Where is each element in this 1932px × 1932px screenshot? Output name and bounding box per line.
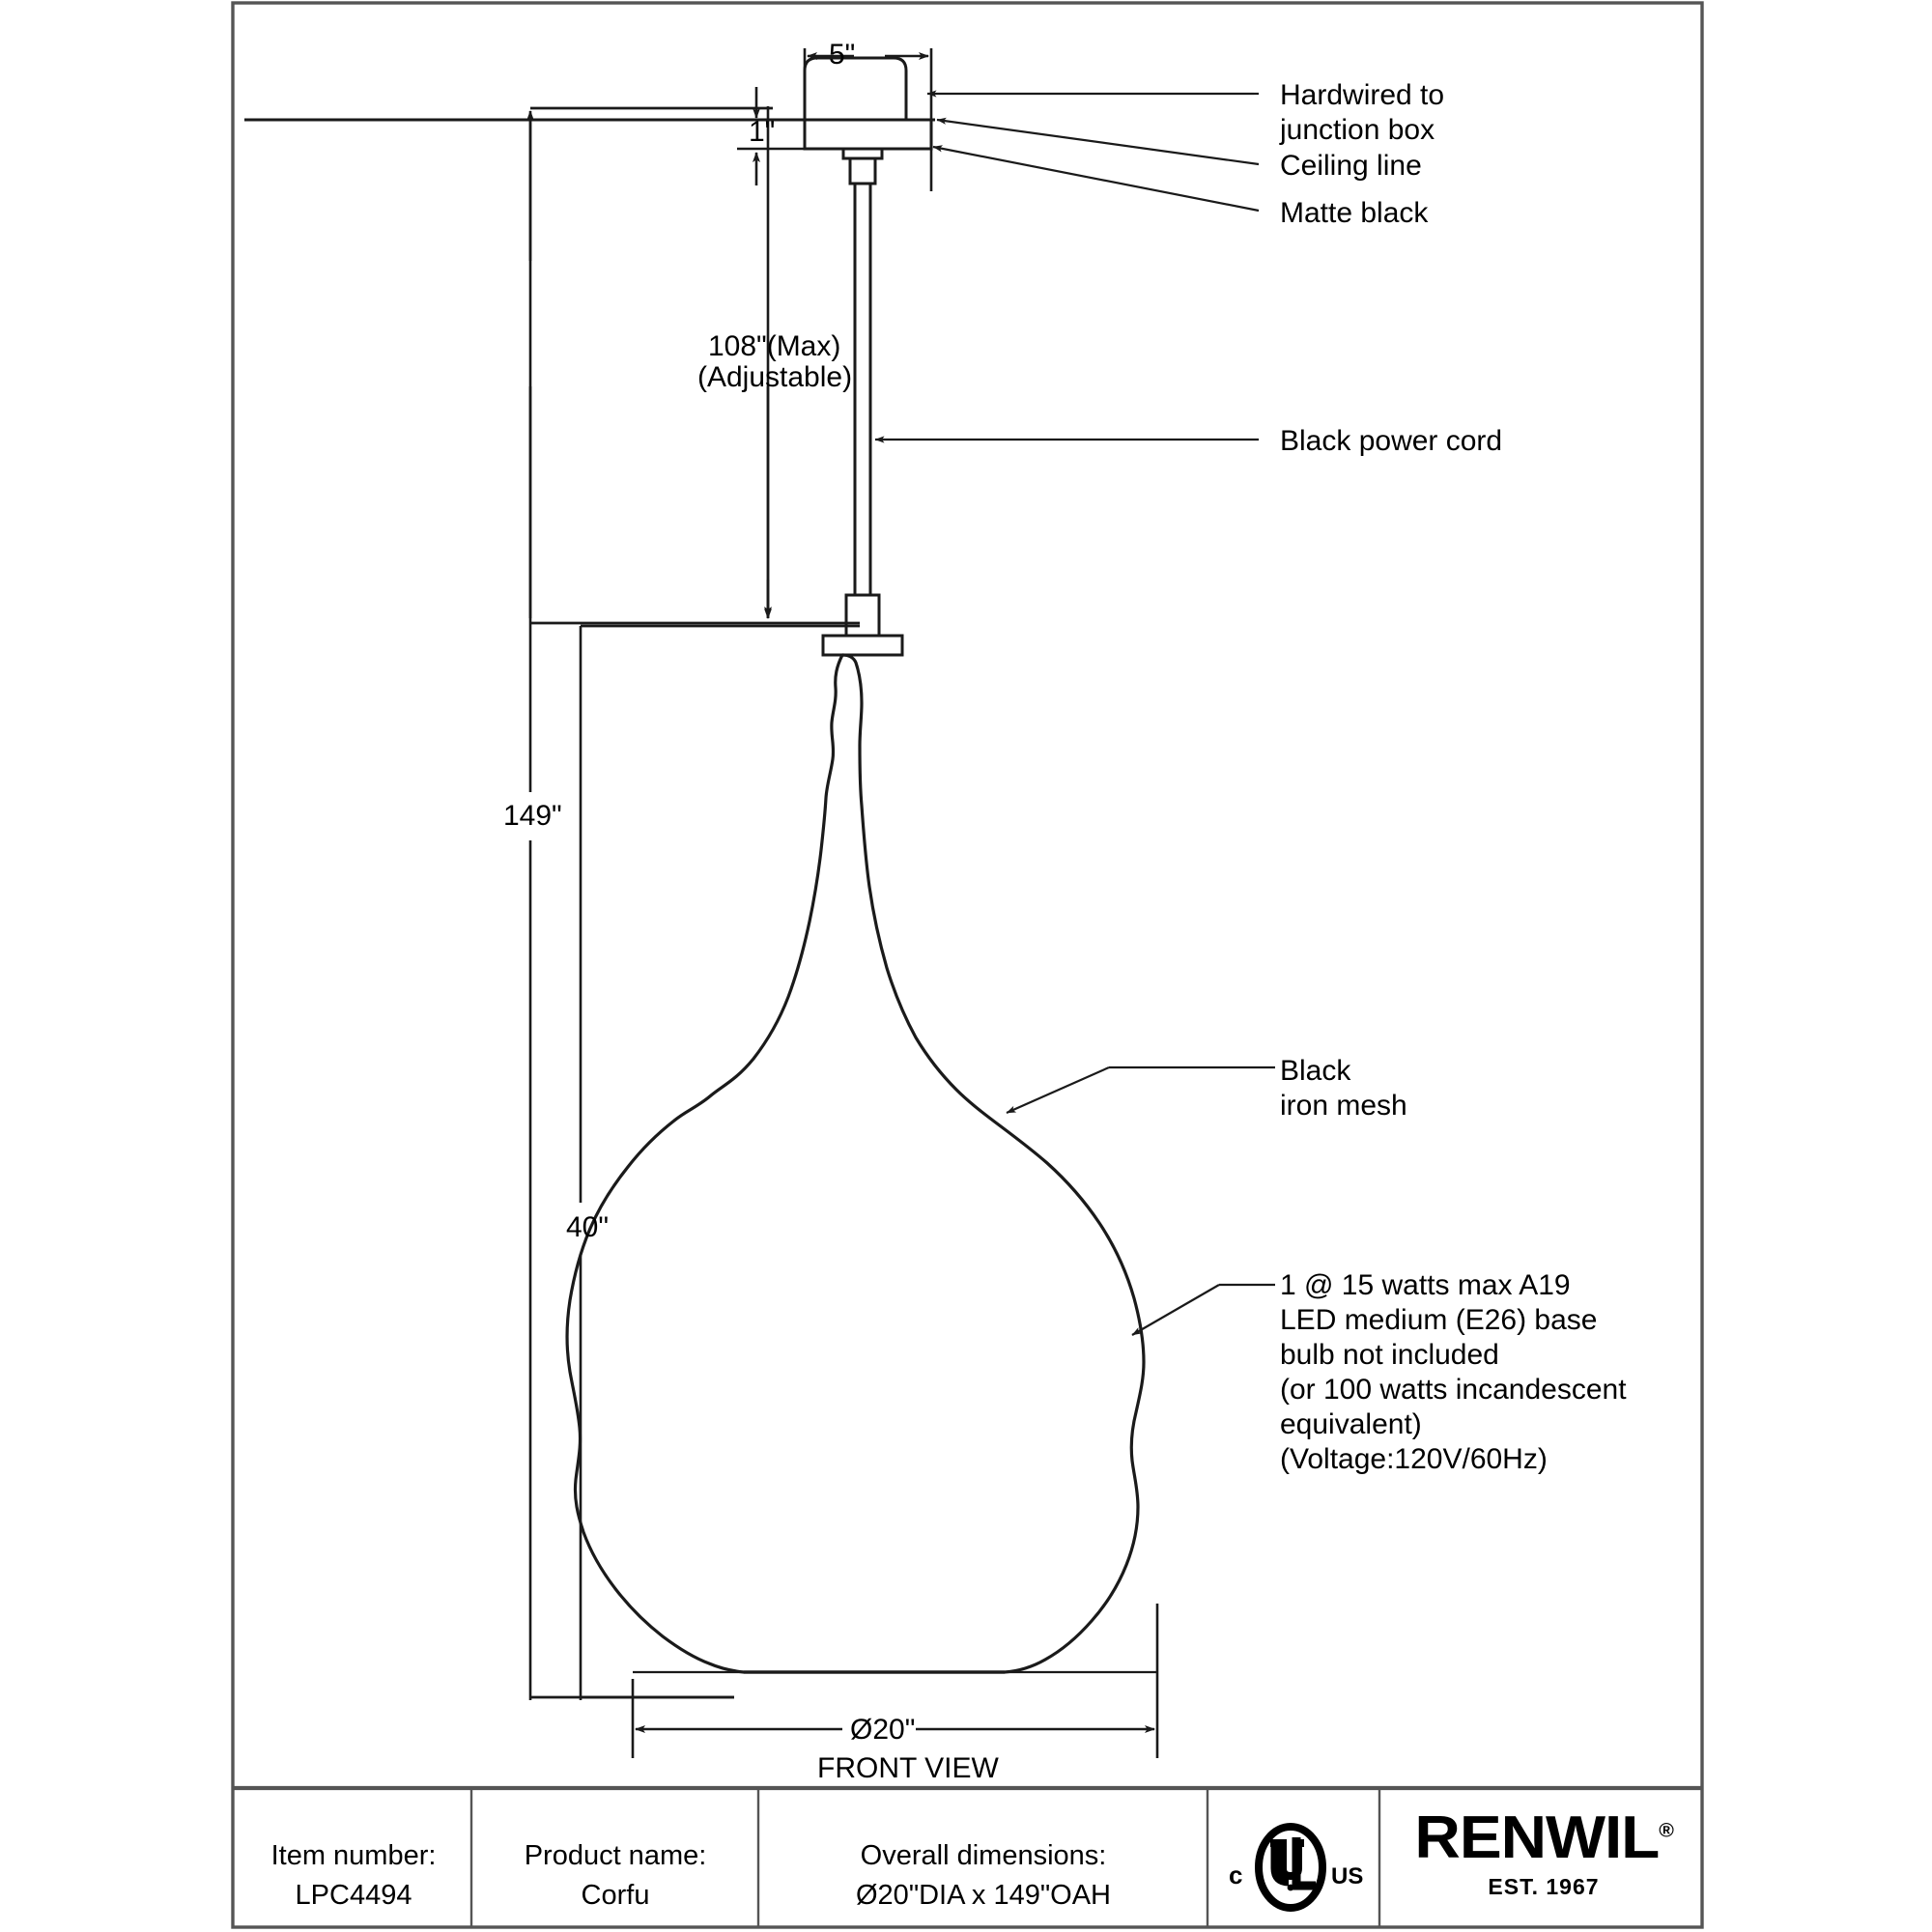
footer-item-number-value: LPC4494 <box>295 1880 412 1911</box>
dimension-label-shade-height: 40" <box>566 1211 610 1243</box>
culus-certification-mark: c US <box>1215 1814 1379 1920</box>
annotation-hardwired-line2: junction box <box>1280 114 1435 146</box>
dimension-canopy-height <box>737 87 808 185</box>
dimension-label-cord-adjustable: (Adjustable) <box>697 361 853 393</box>
brand-name: RENWIL® <box>1414 1808 1674 1868</box>
annotation-bulb-line2: LED medium (E26) base <box>1280 1304 1598 1336</box>
annotation-bulb-line1: 1 @ 15 watts max A19 <box>1280 1269 1571 1301</box>
brand-name-text: RENWIL <box>1414 1804 1660 1871</box>
annotation-mesh-line1: Black <box>1280 1055 1351 1087</box>
annotation-bulb-line3: bulb not included <box>1280 1339 1499 1371</box>
annotation-matte-black: Matte black <box>1280 197 1429 229</box>
dimension-label-shade-diameter: Ø20" <box>850 1714 916 1746</box>
dimension-shade-diameter <box>631 1604 1159 1758</box>
front-view-label: FRONT VIEW <box>817 1752 999 1784</box>
annotation-hardwired-line1: Hardwired to <box>1280 79 1445 111</box>
ul-listed-icon: c US <box>1229 1823 1363 1912</box>
cert-right-letters: US <box>1331 1863 1363 1889</box>
footer-table <box>233 1785 1702 1927</box>
annotation-bulb-line4: (or 100 watts incandescent <box>1280 1374 1627 1406</box>
renwil-logo: RENWIL® EST. 1967 <box>1394 1808 1693 1900</box>
registered-trademark-icon: ® <box>1659 1820 1674 1842</box>
power-cord-graphic <box>853 184 872 595</box>
lamp-shade-outline <box>565 653 1146 1674</box>
footer-overall-dimensions-value: Ø20"DIA x 149"OAH <box>856 1880 1111 1911</box>
footer-overall-dimensions-label: Overall dimensions: <box>860 1840 1107 1871</box>
dimension-canopy-width <box>803 48 933 191</box>
dimension-label-canopy-height: 1" <box>749 116 776 148</box>
socket-assembly <box>821 593 904 657</box>
cert-left-letter: c <box>1229 1861 1242 1889</box>
dimension-shade-height <box>579 624 860 1700</box>
annotation-mesh-line2: iron mesh <box>1280 1090 1407 1122</box>
annotation-ceiling-line: Ceiling line <box>1280 150 1422 182</box>
canopy-assembly <box>803 56 933 185</box>
footer-item-number-label: Item number: <box>270 1840 437 1871</box>
dimension-label-canopy-width: 5" <box>829 39 856 71</box>
annotation-bulb-line6: (Voltage:120V/60Hz) <box>1280 1443 1548 1475</box>
annotation-power-cord: Black power cord <box>1280 425 1503 457</box>
leader-lines <box>874 90 1275 1336</box>
dimension-label-cord-length: 108"(Max) <box>708 330 841 362</box>
sheet-border <box>231 1 1704 1929</box>
footer-product-name-value: Corfu <box>581 1880 650 1911</box>
dimension-label-overall-height: 149" <box>503 800 562 832</box>
footer-product-name-label: Product name: <box>524 1840 707 1871</box>
annotation-bulb-line5: equivalent) <box>1280 1408 1422 1440</box>
brand-established: EST. 1967 <box>1488 1874 1600 1899</box>
